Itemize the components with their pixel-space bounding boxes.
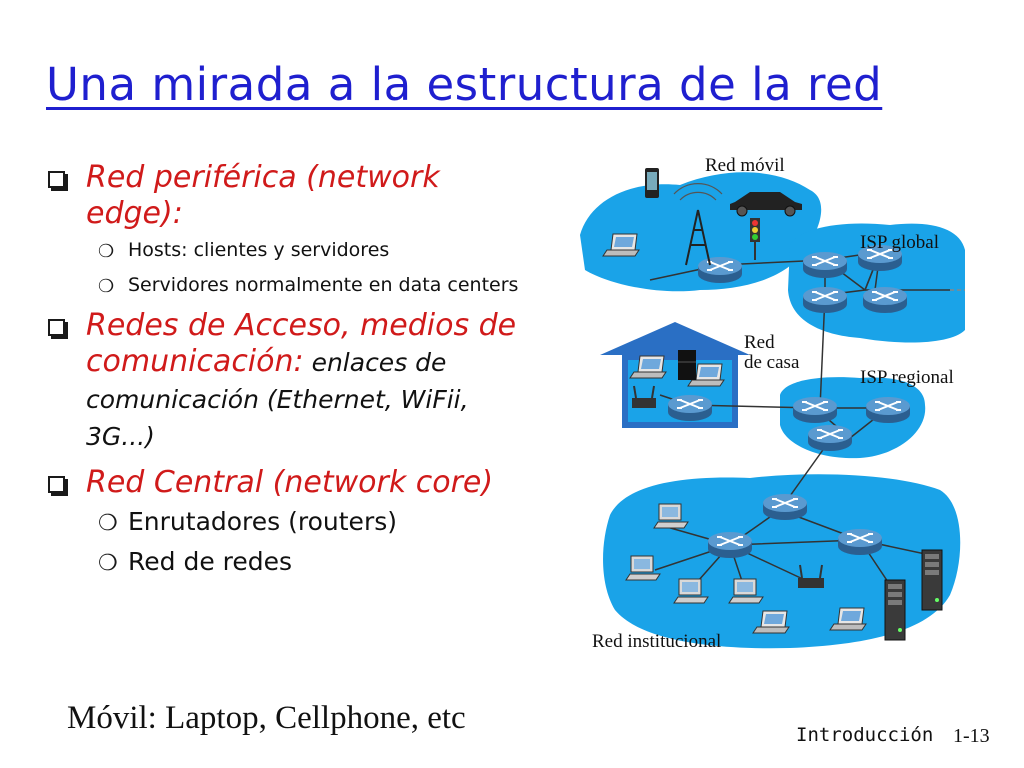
round-bullet-icon: ❍ bbox=[98, 276, 115, 297]
bullet-heading: Redes de Acceso, medios de comunicación: bbox=[86, 308, 517, 379]
bullet-network-edge: Red periférica (network edge): bbox=[44, 160, 534, 232]
bullet-heading: Red Central (network core) bbox=[86, 465, 494, 500]
footnote: Móvil: Laptop, Cellphone, etc bbox=[67, 700, 466, 736]
wireless-router-icon bbox=[632, 385, 656, 408]
traffic-light-icon bbox=[750, 218, 760, 260]
mobile-network-label: Red móvil bbox=[705, 155, 785, 176]
slide-title: Una mirada a la estructura de la red bbox=[46, 58, 883, 111]
server-icon bbox=[884, 579, 906, 641]
car-icon bbox=[730, 192, 802, 217]
router-icon bbox=[667, 394, 713, 422]
bullet-access-networks: Redes de Acceso, medios de comunicación:… bbox=[44, 308, 534, 455]
square-bullet-icon bbox=[48, 171, 65, 188]
sub-bullet-text: Enrutadores (routers) bbox=[128, 507, 397, 536]
round-bullet-icon: ❍ bbox=[98, 241, 115, 262]
round-bullet-icon: ❍ bbox=[98, 511, 118, 536]
page-number: 1-13 bbox=[953, 725, 990, 747]
router-icon bbox=[807, 424, 853, 452]
sub-bullet: ❍ Enrutadores (routers) bbox=[44, 507, 534, 537]
square-bullet-icon bbox=[48, 319, 65, 336]
bullet-text: Red Central (network core) bbox=[86, 465, 534, 501]
sub-bullet: ❍ Hosts: clientes y servidores bbox=[44, 238, 534, 263]
router-icon bbox=[862, 286, 908, 314]
bullet-text: Redes de Acceso, medios de comunicación:… bbox=[86, 308, 534, 455]
cell-tower-icon bbox=[673, 183, 723, 266]
router-icon bbox=[837, 528, 883, 556]
bullet-text: Red periférica (network edge): bbox=[86, 160, 534, 232]
router-icon bbox=[802, 286, 848, 314]
home-network-label: de casa bbox=[744, 352, 800, 373]
router-icon bbox=[802, 251, 848, 279]
regional-isp-label: ISP regional bbox=[860, 367, 954, 388]
bullet-heading: Red periférica (network edge): bbox=[86, 160, 440, 231]
wireless-access-point-icon bbox=[798, 564, 824, 588]
network-diagram: Red móvil ISP global Red de casa ISP reg… bbox=[580, 155, 965, 652]
sub-bullet-text: Hosts: clientes y servidores bbox=[128, 239, 390, 261]
institutional-network-label: Red institucional bbox=[592, 631, 721, 652]
router-icon bbox=[697, 256, 743, 284]
sub-bullet: ❍ Red de redes bbox=[44, 547, 534, 577]
bullet-network-core: Red Central (network core) bbox=[44, 465, 534, 501]
cellphone-icon bbox=[645, 168, 659, 198]
bullet-detail: enlaces de comunicación (Ethernet, WiFii… bbox=[86, 348, 469, 451]
square-bullet-icon bbox=[48, 476, 65, 493]
round-bullet-icon: ❍ bbox=[98, 551, 118, 576]
global-isp-label: ISP global bbox=[860, 232, 939, 253]
bullet-list: Red periférica (network edge): ❍ Hosts: … bbox=[44, 160, 534, 587]
sub-bullet: ❍ Servidores normalmente en data centers bbox=[44, 273, 534, 298]
router-icon bbox=[762, 493, 808, 521]
footer-section-label: Introducción bbox=[796, 724, 934, 746]
server-icon bbox=[921, 549, 943, 611]
router-icon bbox=[707, 531, 753, 559]
institutional-network-cloud bbox=[603, 474, 961, 649]
refrigerator-icon bbox=[678, 350, 696, 380]
home-network-label: Red bbox=[744, 332, 775, 353]
router-icon bbox=[865, 396, 911, 424]
sub-bullet-text: Servidores normalmente en data centers bbox=[128, 274, 519, 296]
router-icon bbox=[792, 396, 838, 424]
sub-bullet-text: Red de redes bbox=[128, 547, 293, 576]
